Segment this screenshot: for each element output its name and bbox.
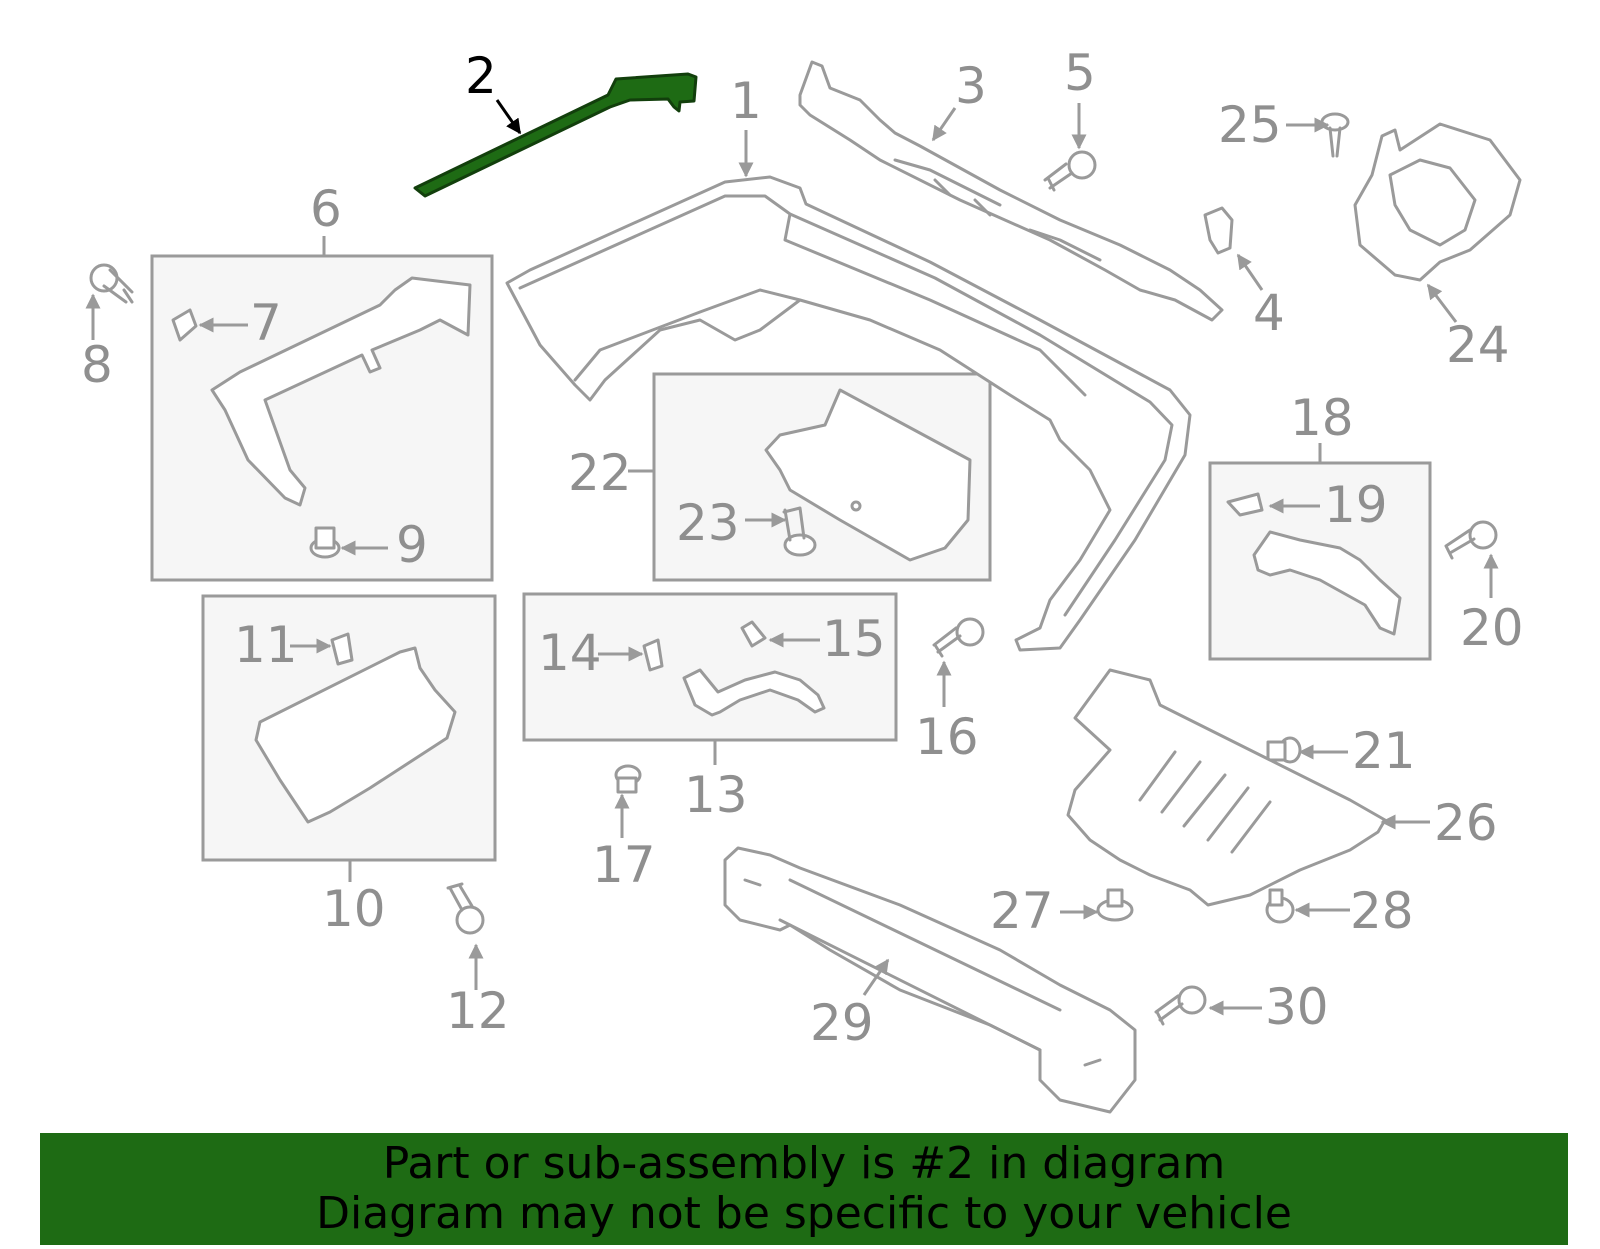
callout-13: 13 — [684, 766, 748, 824]
part-16-bolt — [932, 617, 985, 658]
callout-10: 10 — [322, 880, 386, 938]
part-19-clip — [1226, 492, 1264, 517]
part-24-housing — [1353, 122, 1522, 282]
callout-27: 27 — [990, 882, 1054, 940]
part-10-panel — [254, 646, 457, 824]
callout-2[interactable]: 2 — [465, 47, 497, 105]
callout-14: 14 — [538, 624, 602, 682]
callout-21: 21 — [1352, 722, 1416, 780]
callout-29: 29 — [810, 994, 874, 1052]
part-4-clip — [1203, 206, 1234, 255]
leader-24 — [1426, 283, 1458, 323]
part-14-clip — [642, 638, 664, 672]
part-22-hole — [850, 500, 862, 512]
banner-line-2: Diagram may not be specific to your vehi… — [316, 1188, 1292, 1239]
part-2-rail[interactable] — [413, 72, 698, 198]
callout-7: 7 — [250, 294, 282, 352]
group-box-13 — [522, 592, 898, 742]
callout-30: 30 — [1265, 978, 1329, 1036]
callout-25: 25 — [1218, 96, 1282, 154]
part-1-bumper-cover — [505, 175, 1192, 652]
part-11-clip — [330, 632, 354, 666]
callout-8: 8 — [81, 336, 113, 394]
part-1-bumper-inner — [518, 194, 1174, 617]
part-26-undershield — [1066, 668, 1387, 907]
part-29-detail — [743, 878, 1102, 1067]
callout-11: 11 — [234, 616, 298, 674]
part-27-pushpin — [1096, 888, 1134, 922]
callout-20: 20 — [1460, 599, 1524, 657]
part-8-bolt — [89, 263, 134, 304]
leader-29 — [862, 958, 890, 996]
callout-16: 16 — [915, 708, 979, 766]
callout-6: 6 — [310, 180, 342, 238]
part-24-detail — [1388, 158, 1477, 247]
part-30-bolt — [1154, 985, 1207, 1026]
leader-3 — [931, 107, 957, 142]
part-15-clip — [740, 620, 767, 648]
banner-line-1: Part or sub-assembly is #2 in diagram — [382, 1138, 1226, 1189]
part-9-pushpin — [309, 526, 341, 559]
part-5-bolt — [1043, 150, 1097, 192]
leader-4 — [1236, 253, 1264, 291]
leader-2 — [495, 99, 522, 135]
part-21-pushpin — [1266, 736, 1302, 764]
callout-9: 9 — [396, 516, 428, 574]
callout-5: 5 — [1064, 44, 1096, 102]
part-7-clip — [171, 308, 198, 342]
part-12-bolt — [446, 882, 485, 935]
part-26-ribs — [1138, 750, 1272, 854]
part-3-bracket — [798, 60, 1224, 322]
info-banner: Part or sub-assembly is #2 in diagram Di… — [40, 1133, 1568, 1245]
callout-12: 12 — [446, 982, 510, 1040]
callout-18: 18 — [1290, 389, 1354, 447]
part-20-bolt — [1444, 520, 1498, 560]
callout-26: 26 — [1434, 794, 1498, 852]
callout-24: 24 — [1446, 316, 1510, 374]
callout-1: 1 — [730, 72, 762, 130]
callout-19: 19 — [1324, 476, 1388, 534]
part-28-pushpin — [1265, 888, 1295, 924]
part-25-screw — [1320, 112, 1350, 158]
callout-28: 28 — [1350, 882, 1414, 940]
callout-3: 3 — [955, 57, 987, 115]
callout-17: 17 — [592, 836, 656, 894]
part-22-shield — [764, 388, 972, 562]
part-29-beam — [723, 846, 1137, 1114]
part-17-pushpin — [614, 764, 642, 794]
callout-22: 22 — [568, 444, 632, 502]
part-6-bracket — [210, 276, 472, 507]
callout-23: 23 — [676, 494, 740, 552]
part-3-detail — [893, 158, 1102, 262]
part-13-bracket — [682, 668, 826, 717]
callout-4: 4 — [1253, 284, 1285, 342]
part-18-bracket — [1252, 530, 1402, 636]
callout-15: 15 — [822, 610, 886, 668]
